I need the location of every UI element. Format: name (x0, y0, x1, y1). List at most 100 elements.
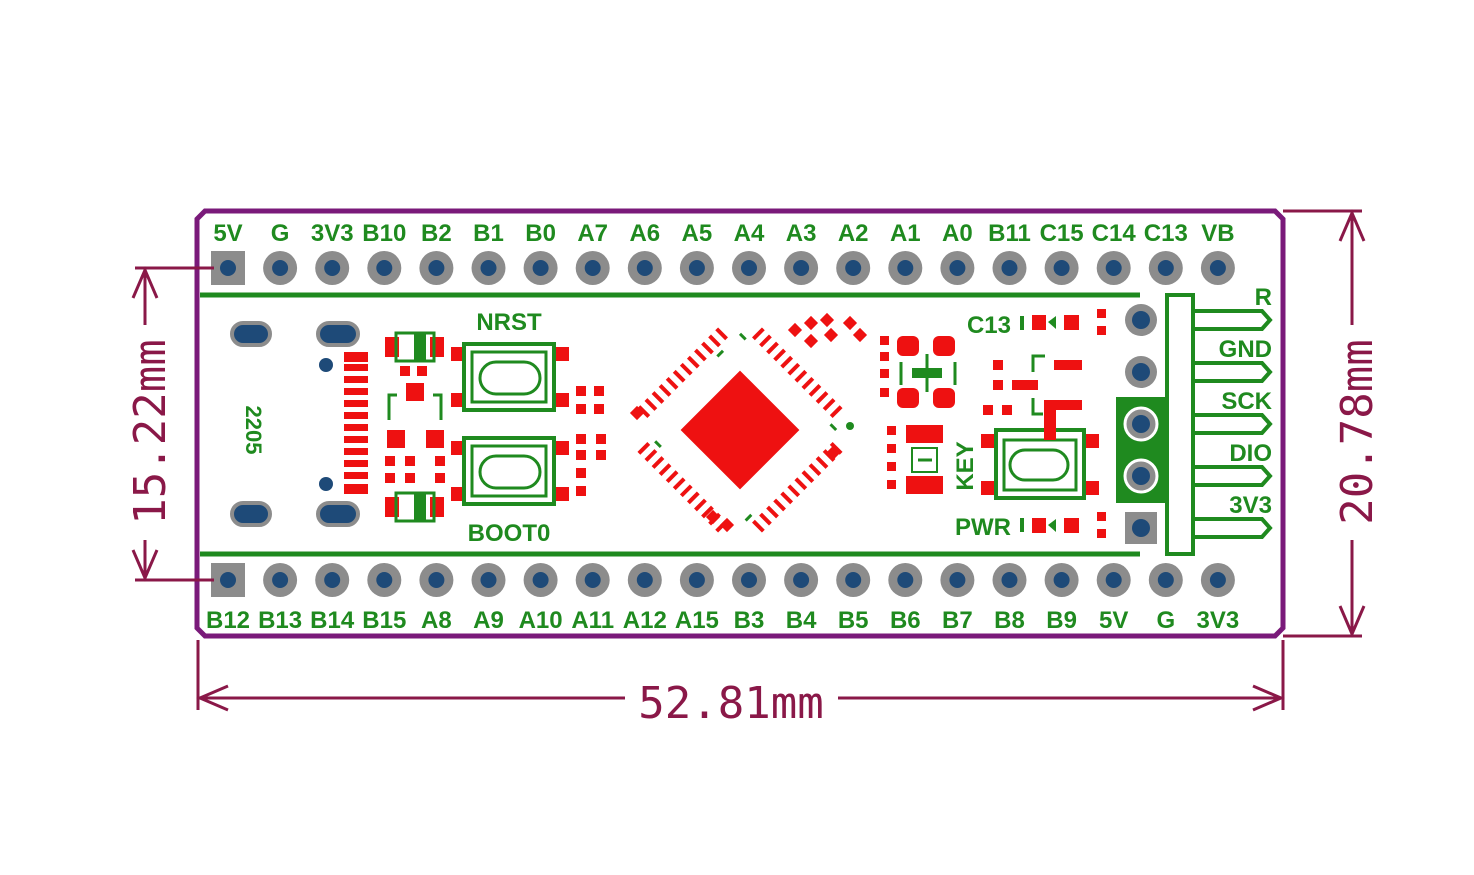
bottom-pin-label: A15 (675, 607, 719, 634)
mcu-pin (829, 442, 843, 455)
key-circuit (983, 354, 1082, 440)
bottom-pin: B13 (258, 563, 302, 634)
drill-hole (428, 260, 445, 276)
top-pin: A3 (784, 220, 819, 285)
top-pin: B1 (471, 220, 506, 285)
drill-hole (1132, 363, 1150, 381)
mcu-pin (787, 362, 801, 376)
usb-code-label: 2205 (241, 406, 266, 455)
mcu-pin (658, 463, 672, 476)
drill-hole (636, 260, 653, 276)
bottom-pin-label: B14 (310, 607, 355, 634)
drill-hole (1132, 415, 1150, 433)
mcu-pin (686, 491, 700, 505)
mcu-pin (679, 484, 693, 498)
swd-pin-label: DIO (1229, 440, 1272, 467)
drill-hole (324, 572, 341, 588)
drill-hole (793, 572, 810, 588)
mcu-pin (815, 456, 829, 469)
top-pin-label: A1 (890, 220, 921, 247)
swd-pin-label: GND (1219, 336, 1272, 363)
drill-hole (897, 260, 914, 276)
drill-hole (532, 572, 549, 588)
drill-hole (897, 572, 914, 588)
bottom-pin: B14 (310, 563, 355, 634)
bottom-pin: B9 (1044, 563, 1079, 634)
drill-hole (272, 260, 289, 276)
top-pin: A2 (836, 220, 871, 285)
top-pin-label: B1 (473, 220, 504, 247)
top-pin-label: A0 (942, 220, 973, 247)
dimension-pin-spacing (131, 266, 214, 582)
swd-pin-outline (1193, 517, 1273, 539)
drill-hole (1209, 260, 1226, 276)
top-pin: C15 (1040, 220, 1084, 285)
top-pin-label: B0 (525, 220, 556, 247)
mcu-pin (672, 369, 686, 383)
key-button[interactable] (981, 428, 1099, 500)
drill-hole (1132, 519, 1150, 537)
bottom-pin-label: A10 (519, 607, 563, 634)
mcu-pin (773, 348, 786, 362)
usb-pad (344, 376, 368, 383)
swd-pin: SCK (1123, 388, 1273, 442)
mcu-pin (686, 355, 700, 369)
bottom-pin-label: B6 (890, 607, 921, 634)
mcu-pin (701, 505, 714, 519)
top-pin: B0 (523, 220, 558, 285)
mcu-pin (766, 505, 779, 519)
drill-hole (584, 572, 601, 588)
swd-pin-label: SCK (1221, 388, 1272, 415)
top-pin-label: A5 (682, 220, 713, 247)
usb-pad (344, 472, 368, 479)
bottom-pin: A12 (623, 563, 667, 634)
key-label: KEY (952, 441, 979, 490)
mcu-pin (644, 398, 658, 411)
nrst-button[interactable] (451, 342, 569, 412)
c13-led-label: C13 (967, 312, 1011, 339)
bottom-pin: B5 (836, 563, 871, 634)
mcu-pin (672, 477, 686, 491)
top-pin-label: A6 (629, 220, 660, 247)
usb-pad (344, 436, 368, 443)
mcu-pin (780, 355, 794, 369)
drill-hole (1157, 572, 1174, 588)
swd-pin: R (1125, 284, 1273, 336)
mcu-pin (665, 470, 679, 484)
drill-hole (584, 260, 601, 276)
swd-pin: GND (1125, 336, 1273, 388)
swd-pin-label: 3V3 (1229, 492, 1272, 519)
top-pin: 3V3 (311, 220, 354, 285)
mcu-chip (637, 327, 854, 533)
top-pin: A4 (732, 220, 766, 285)
top-pin: B11 (988, 220, 1031, 285)
drill-hole (688, 260, 705, 276)
bottom-pin-label: A9 (473, 607, 504, 634)
swd-pin-outline (1193, 309, 1273, 331)
drill-hole (1132, 467, 1150, 485)
drill-hole (1053, 260, 1070, 276)
drill-hole (636, 572, 653, 588)
drill-hole (949, 260, 966, 276)
swd-pin-label: R (1255, 284, 1272, 311)
mcu-pin (715, 327, 728, 341)
bottom-pin-label: A12 (623, 607, 667, 634)
nrst-label: NRST (476, 309, 542, 336)
mcu-pin (794, 369, 808, 383)
mcu-pin (658, 384, 672, 397)
mcu-pin (637, 405, 651, 418)
swd-pin-outline (1193, 361, 1273, 383)
bottom-pin: B15 (362, 563, 406, 634)
mcu-pin (808, 384, 822, 397)
bottom-pin-label: B5 (838, 607, 869, 634)
mcu-pin (794, 477, 808, 491)
diode-top (385, 331, 444, 363)
boot0-button[interactable] (451, 436, 569, 506)
c13-led (1020, 309, 1106, 335)
usb-pad (344, 364, 368, 371)
dimension-width (196, 640, 1285, 712)
drill-hole (376, 572, 393, 588)
drill-hole (480, 572, 497, 588)
passives-left (576, 386, 606, 496)
mcu-pin (829, 405, 843, 418)
